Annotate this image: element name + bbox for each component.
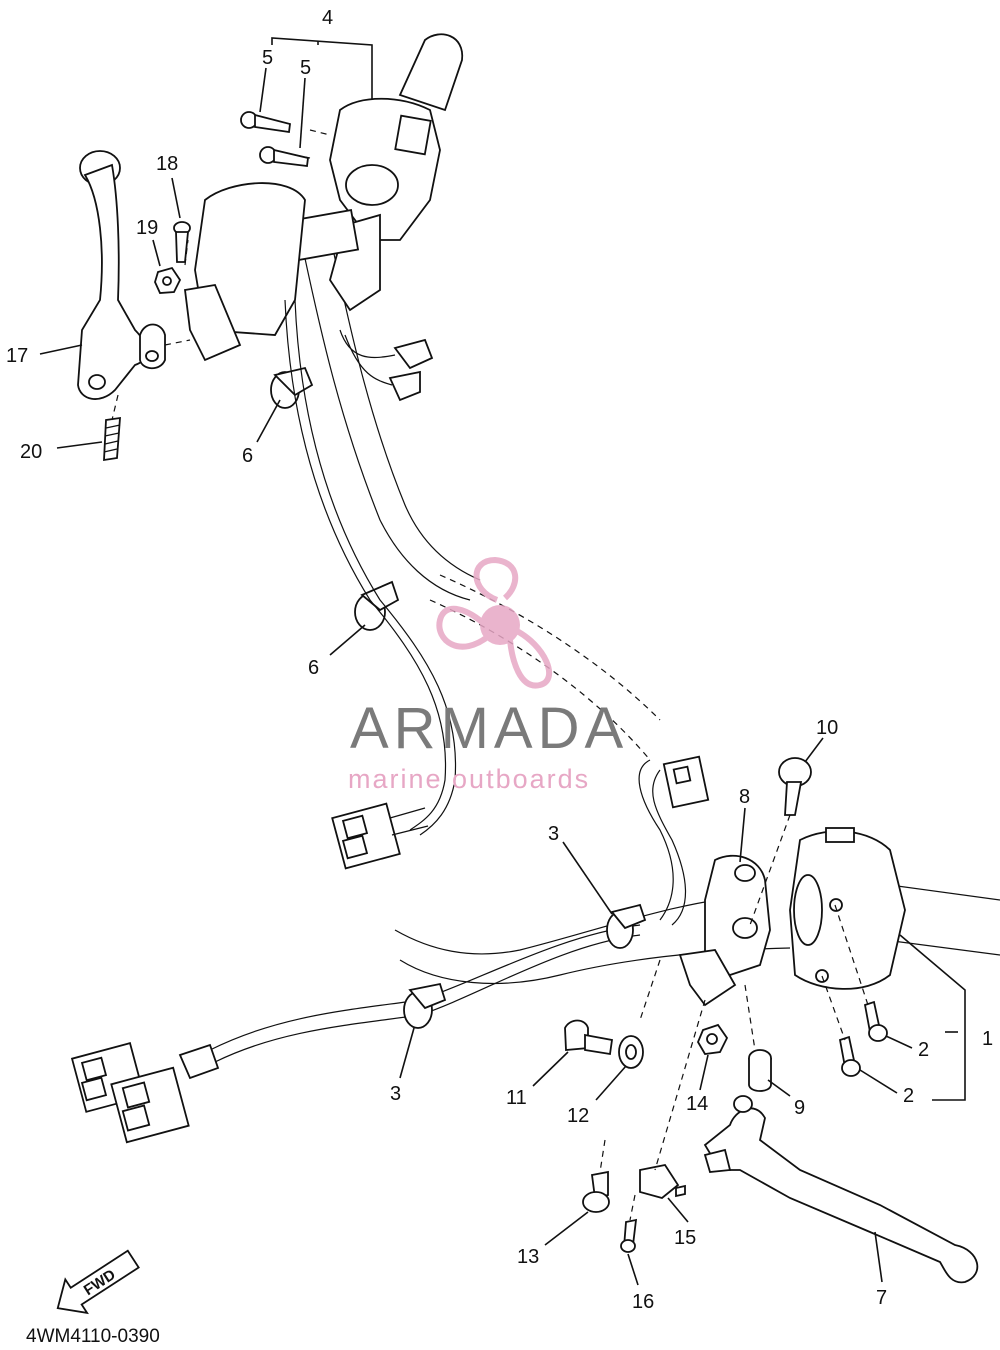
callout-2a: 2	[918, 1039, 929, 1061]
callout-17: 17	[6, 345, 28, 367]
callout-15: 15	[674, 1227, 696, 1249]
watermark-logo	[436, 556, 553, 689]
callout-6b: 6	[308, 657, 319, 679]
nut-14	[696, 1023, 729, 1055]
assembly-lines	[111, 129, 869, 1221]
cable-clamp	[354, 580, 400, 631]
callout-19: 19	[136, 217, 158, 239]
bolt-11	[564, 1019, 614, 1056]
right-lever	[703, 1095, 979, 1284]
bolt-10	[778, 757, 812, 816]
callout-9: 9	[794, 1097, 805, 1119]
screw-16	[620, 1218, 638, 1253]
terminal-connector	[388, 338, 434, 402]
left-switch-wiring	[284, 299, 457, 836]
watermark-tagline: marine outboards	[348, 764, 590, 794]
callout-18: 18	[156, 153, 178, 175]
grip-bracket	[183, 182, 306, 362]
leader-lines	[39, 37, 966, 1286]
left-lever	[77, 150, 166, 400]
callout-numbers: 1 2 2 3 3 4 5 5 6 6 7 8 9 10 11 12 13 14…	[6, 7, 993, 1313]
right-handlebar-switch	[789, 827, 906, 990]
switch-15	[639, 1163, 686, 1199]
callout-5a: 5	[262, 47, 273, 69]
cable-clamp	[403, 982, 447, 1029]
callout-20: 20	[20, 441, 42, 463]
callout-16: 16	[632, 1291, 654, 1313]
callout-14: 14	[686, 1093, 708, 1115]
callout-5b: 5	[300, 57, 311, 79]
nut-19	[154, 266, 182, 294]
handlebar	[299, 234, 1000, 985]
callout-3a: 3	[548, 823, 559, 845]
fwd-arrow-icon: FWD	[56, 1249, 140, 1315]
watermark-brand: ARMADA	[350, 696, 628, 761]
cable-clamp	[606, 903, 647, 949]
callout-6a: 6	[242, 445, 253, 467]
callout-8: 8	[739, 786, 750, 808]
callout-3b: 3	[390, 1083, 401, 1105]
collar-9	[748, 1049, 772, 1092]
screw-2a	[863, 1000, 888, 1042]
callout-10: 10	[816, 717, 838, 739]
coupler-bottom-left	[70, 1042, 220, 1144]
callout-1: 1	[982, 1028, 993, 1050]
left-handlebar-switch	[290, 33, 463, 312]
diagram-code: 4WM4110-0390	[26, 1326, 160, 1347]
callout-11: 11	[506, 1087, 527, 1109]
screw-2b	[838, 1035, 861, 1077]
spring-20	[103, 416, 121, 462]
lever-holder-8	[678, 854, 771, 1007]
callout-7: 7	[876, 1287, 887, 1309]
coupler-left	[331, 802, 429, 870]
washer-12	[618, 1035, 644, 1069]
callout-2b: 2	[903, 1085, 914, 1107]
coupler-top-right	[662, 755, 710, 809]
callout-12: 12	[567, 1105, 589, 1127]
bolt-13	[582, 1170, 610, 1213]
screw-5a	[240, 111, 291, 134]
callout-4: 4	[322, 7, 333, 29]
callout-13: 13	[517, 1246, 539, 1268]
